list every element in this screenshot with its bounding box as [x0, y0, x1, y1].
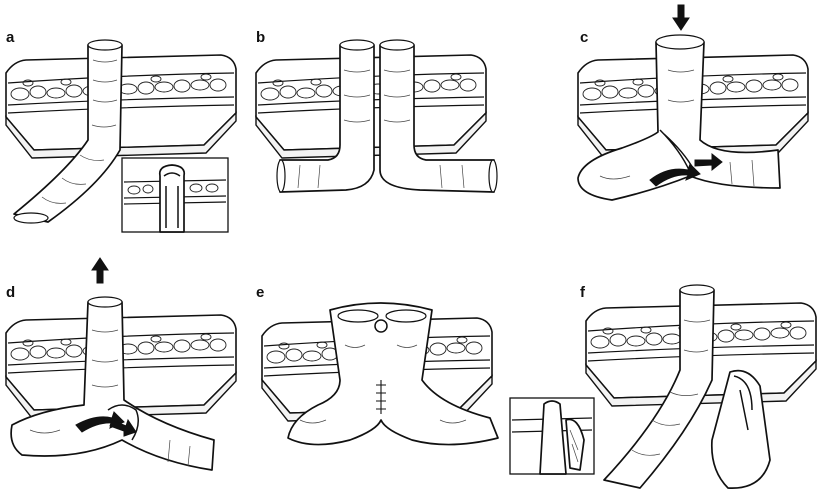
panel-b-label: b [256, 29, 265, 46]
panel-a: a [5, 29, 237, 233]
panel-e-label: e [256, 284, 264, 301]
eversion-arrow-icon [649, 163, 701, 187]
panel-d: d [5, 257, 237, 471]
bowel-limb [13, 44, 123, 223]
panel-f-inset [509, 397, 595, 475]
arrow-up-icon [91, 257, 109, 284]
stoma-opening [87, 39, 123, 51]
panel-d-label: d [6, 284, 15, 301]
stoma-opening [374, 319, 388, 333]
stoma-limb [577, 41, 781, 201]
panel-c-label: c [580, 29, 588, 46]
end-stoma-limb [603, 289, 715, 489]
panel-a-label: a [6, 29, 15, 46]
panel-b: b [255, 29, 498, 193]
panel-e: e [256, 284, 499, 446]
everted-loop [287, 302, 499, 446]
arrow-down-icon [672, 4, 690, 31]
closed-distal-limb [710, 369, 771, 489]
panel-c: c [577, 4, 809, 201]
panel-f: f [509, 284, 817, 489]
panel-a-inset [121, 157, 229, 233]
panel-f-label: f [580, 284, 586, 301]
